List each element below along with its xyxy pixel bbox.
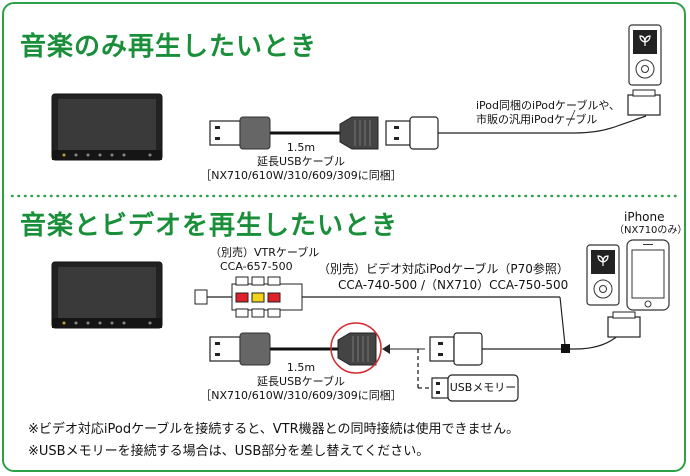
dock-connector-2 xyxy=(607,311,641,338)
usb-plug-3 xyxy=(209,332,271,366)
vtr-cable xyxy=(194,276,566,346)
cable-name-1: 延長USBケーブル xyxy=(257,155,345,168)
frame-border xyxy=(2,2,686,472)
cable-length-1: 1.5m xyxy=(286,141,316,154)
usb-memory-label: USBメモリー xyxy=(449,381,517,394)
vtr-label-1: （別売）VTRケーブル xyxy=(210,246,320,259)
head-unit-1 xyxy=(51,93,163,161)
usb-plug-4 xyxy=(429,332,483,366)
video-cable-label-2: CCA-740-500 /（NX710）CCA-750-500 xyxy=(338,278,569,292)
ipod-cable-line2: 市販の汎用iPodケーブル xyxy=(476,113,598,126)
section2-title: 音楽とビデオを再生したいとき xyxy=(20,211,399,241)
ipod-cable-1 xyxy=(438,115,647,134)
section1-title: 音楽のみ再生したいとき xyxy=(20,32,318,62)
cable-length-2: 1.5m xyxy=(286,361,316,374)
iphone-label: iPhone xyxy=(624,210,665,224)
cable-models-1: ［NX710/610W/310/609/309に同梱］ xyxy=(200,169,402,182)
video-cable xyxy=(482,329,626,350)
usb-memory-icon xyxy=(431,374,519,402)
usb-plug-2 xyxy=(385,116,439,150)
usb-plug-1 xyxy=(209,116,271,150)
ipod-icon-1 xyxy=(628,24,662,86)
ipod-icon-2 xyxy=(586,244,620,306)
usb-socket-2 xyxy=(337,332,377,366)
highlight-circle xyxy=(330,322,382,374)
head-unit-2 xyxy=(51,261,163,329)
ipod-cable-line1: iPod同梱のiPodケーブルや、 xyxy=(476,99,621,112)
dock-connector-1 xyxy=(627,89,661,116)
iphone-note: （NX710のみ） xyxy=(614,225,688,236)
arrow-head-icon xyxy=(382,344,390,354)
cable-models-2: ［NX710/610W/310/609/309に同梱］ xyxy=(200,389,402,402)
leader-line-1 xyxy=(567,109,576,127)
note-2: ※USBメモリーを接続する場合は、USB部分を差し替えてください。 xyxy=(28,444,430,459)
vtr-label-2: CCA-657-500 xyxy=(220,260,293,273)
cable-junction xyxy=(561,344,570,353)
usb-socket-1 xyxy=(339,116,379,150)
iphone-icon xyxy=(626,239,670,311)
note-1: ※ビデオ対応iPodケーブルを接続すると、VTR機器との同時接続は使用できません… xyxy=(28,422,520,437)
video-cable-label-1: （別売）ビデオ対応iPodケーブル（P70参照） xyxy=(318,262,569,276)
cable-name-2: 延長USBケーブル xyxy=(257,375,345,388)
